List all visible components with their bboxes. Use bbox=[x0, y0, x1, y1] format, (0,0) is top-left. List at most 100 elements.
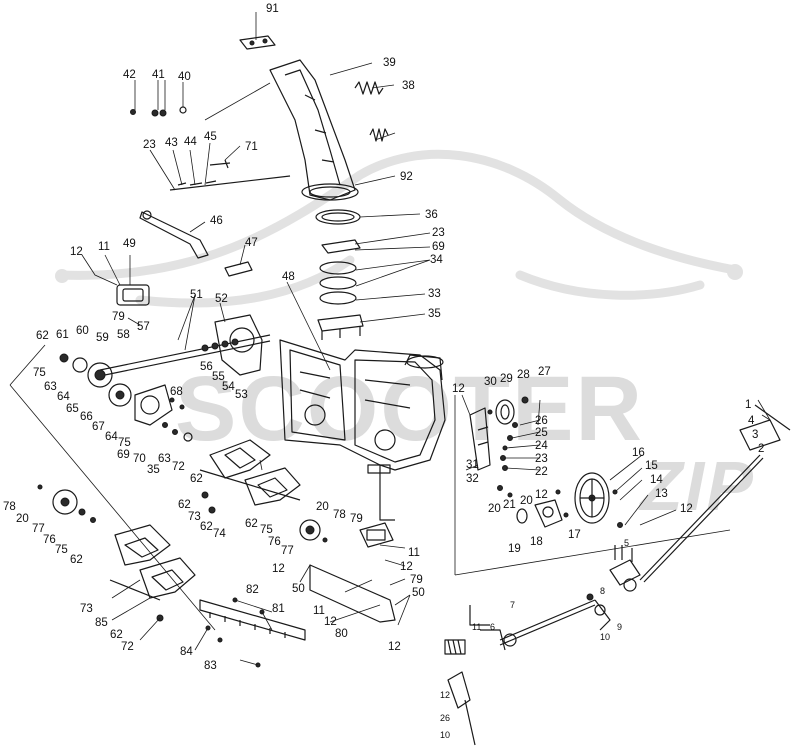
callout-15: 15 bbox=[645, 460, 658, 472]
callout-51: 51 bbox=[190, 289, 203, 301]
callout-31: 31 bbox=[466, 459, 479, 471]
leader-lines bbox=[81, 12, 771, 666]
callout-2: 2 bbox=[758, 443, 764, 455]
callout-79a: 79 bbox=[112, 311, 125, 323]
callout-62b: 62 bbox=[190, 473, 203, 485]
callout-43: 43 bbox=[165, 137, 178, 149]
callout-81: 81 bbox=[272, 603, 285, 615]
callout-28: 28 bbox=[517, 369, 530, 381]
callout-29: 29 bbox=[500, 373, 513, 385]
callout-84: 84 bbox=[180, 646, 193, 658]
callout-33: 33 bbox=[428, 288, 441, 300]
callout-60: 60 bbox=[76, 325, 89, 337]
callout-92: 92 bbox=[400, 171, 413, 183]
scraper-bar bbox=[199, 597, 306, 668]
callout-79c: 79 bbox=[410, 574, 423, 586]
callout-19: 19 bbox=[508, 543, 521, 555]
callout-48: 48 bbox=[282, 271, 295, 283]
callout-9: 9 bbox=[617, 622, 622, 632]
callout-35: 35 bbox=[428, 308, 441, 320]
callout-62d: 62 bbox=[200, 521, 213, 533]
callout-75a: 75 bbox=[33, 367, 46, 379]
callout-56: 56 bbox=[200, 361, 213, 373]
callout-20c: 20 bbox=[488, 503, 501, 515]
callout-83: 83 bbox=[204, 660, 217, 672]
callout-20b: 20 bbox=[316, 501, 329, 513]
callout-72a: 72 bbox=[172, 461, 185, 473]
callout-73b: 73 bbox=[80, 603, 93, 615]
callout-11b: 11 bbox=[408, 547, 420, 559]
callout-67: 67 bbox=[92, 421, 105, 433]
callout-62c: 62 bbox=[178, 499, 191, 511]
control-rod-assembly bbox=[444, 404, 791, 746]
callout-13: 13 bbox=[655, 488, 668, 500]
callout-17: 17 bbox=[568, 529, 581, 541]
callout-50a: 50 bbox=[292, 583, 305, 595]
callout-41: 41 bbox=[152, 69, 165, 81]
callout-46: 46 bbox=[210, 215, 223, 227]
callout-24: 24 bbox=[535, 440, 548, 452]
callout-71: 71 bbox=[245, 141, 258, 153]
callout-38: 38 bbox=[402, 80, 415, 92]
callout-36: 36 bbox=[425, 209, 438, 221]
callout-68: 68 bbox=[170, 386, 183, 398]
callout-25: 25 bbox=[535, 427, 548, 439]
watermark-brand: SCOOTER bbox=[175, 358, 644, 460]
callout-54: 54 bbox=[222, 381, 235, 393]
callout-79b: 79 bbox=[350, 513, 363, 525]
callout-65: 65 bbox=[66, 403, 79, 415]
callout-20a: 20 bbox=[16, 513, 29, 525]
callout-7: 7 bbox=[510, 600, 515, 610]
callout-76a: 76 bbox=[268, 536, 281, 548]
callout-63b: 63 bbox=[158, 453, 171, 465]
callout-75b: 75 bbox=[118, 437, 131, 449]
watermark: SCOOTER ZIP bbox=[55, 149, 753, 525]
callout-30: 30 bbox=[484, 376, 497, 388]
callout-80: 80 bbox=[335, 628, 348, 640]
callout-12g: 12 bbox=[535, 489, 548, 501]
callout-64b: 64 bbox=[105, 431, 118, 443]
callout-55: 55 bbox=[212, 371, 225, 383]
callout-11a: 11 bbox=[98, 241, 110, 253]
callout-12b: 12 bbox=[400, 561, 413, 573]
callout-62g: 62 bbox=[110, 629, 123, 641]
auger-blades-right bbox=[199, 439, 328, 543]
callout-70: 70 bbox=[133, 453, 146, 465]
callout-85: 85 bbox=[95, 617, 108, 629]
callout-78b: 78 bbox=[333, 509, 346, 521]
callout-76b: 76 bbox=[43, 534, 56, 546]
callout-5: 5 bbox=[624, 538, 629, 548]
callout-34: 34 bbox=[430, 254, 443, 266]
callout-82: 82 bbox=[246, 584, 259, 596]
callout-10: 10 bbox=[600, 632, 610, 642]
callout-12d: 12 bbox=[324, 616, 337, 628]
callout-6: 6 bbox=[490, 622, 495, 632]
assembly-outline bbox=[9, 344, 216, 631]
callout-62a: 62 bbox=[36, 330, 49, 342]
callout-14: 14 bbox=[650, 474, 663, 486]
callout-35b: 35 bbox=[147, 464, 160, 476]
callout-12c: 12 bbox=[272, 563, 285, 575]
callout-78a: 78 bbox=[3, 501, 16, 513]
callout-69: 69 bbox=[432, 241, 445, 253]
callout-21: 21 bbox=[503, 499, 516, 511]
callout-numbers: 91 39 38 42 41 40 23 43 44 45 71 92 36 4… bbox=[3, 3, 764, 740]
callout-49: 49 bbox=[123, 238, 136, 250]
discharge-chute bbox=[239, 35, 389, 340]
pulley-assembly bbox=[454, 395, 731, 576]
callout-57: 57 bbox=[137, 321, 150, 333]
callout-23b: 23 bbox=[432, 227, 445, 239]
callout-75c: 75 bbox=[260, 524, 273, 536]
callout-18: 18 bbox=[530, 536, 543, 548]
callout-11c: 11 bbox=[313, 605, 325, 617]
callout-10b: 10 bbox=[440, 730, 450, 740]
callout-69b: 69 bbox=[117, 449, 130, 461]
callout-12a: 12 bbox=[70, 246, 83, 258]
callout-72b: 72 bbox=[121, 641, 134, 653]
callout-27: 27 bbox=[538, 366, 551, 378]
callout-62f: 62 bbox=[70, 554, 83, 566]
callout-77a: 77 bbox=[281, 545, 294, 557]
callout-52: 52 bbox=[215, 293, 228, 305]
callout-12f: 12 bbox=[452, 383, 465, 395]
callout-32: 32 bbox=[466, 473, 479, 485]
